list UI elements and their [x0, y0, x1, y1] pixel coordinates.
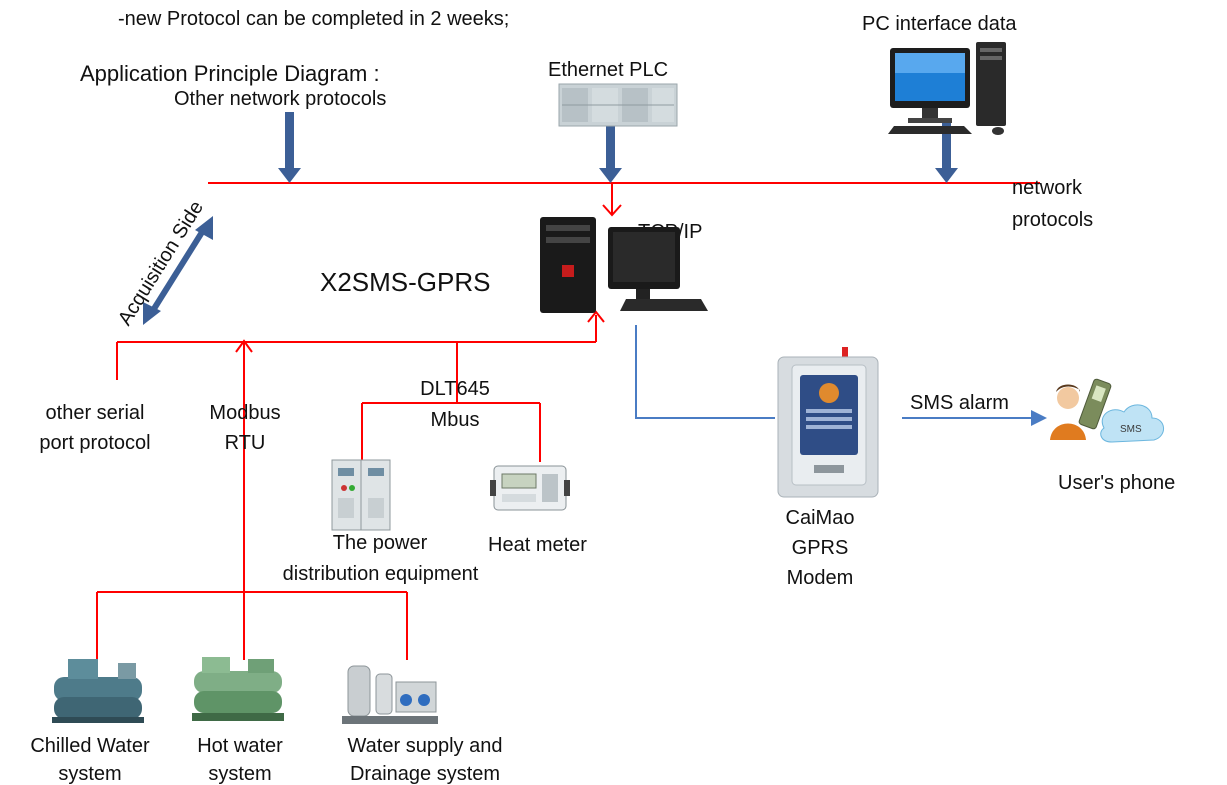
phone-user-icon: SMS: [1050, 378, 1164, 443]
label-users-phone: User's phone: [1058, 472, 1176, 494]
label-heat-meter: Heat meter: [488, 534, 587, 556]
heat-meter-icon: [490, 465, 570, 511]
modem-link: [635, 325, 775, 419]
label-network-protocols-1: network: [1012, 177, 1083, 199]
header-note: -new Protocol can be completed in 2 week…: [118, 8, 510, 30]
label-chilled-1: Chilled Water: [30, 735, 150, 757]
pc-icon: [888, 42, 1006, 135]
sms-bubble-text: SMS: [1120, 424, 1142, 435]
water-pump-system-icon: [342, 665, 438, 724]
label-modbus-2: RTU: [224, 432, 266, 454]
label-watersupply-1: Water supply and: [347, 735, 503, 757]
label-mbus: Mbus: [430, 409, 480, 431]
label-network-protocols-2: protocols: [1012, 209, 1094, 231]
acquisition-double-arrow: [143, 216, 213, 325]
label-caimao-1: CaiMao: [785, 507, 855, 529]
label-caimao-3: Modem: [786, 567, 854, 589]
power-cabinet-icon: [331, 459, 391, 531]
label-ethernet-plc: Ethernet PLC: [548, 59, 669, 81]
label-pc-interface-data: PC interface data: [862, 13, 1017, 35]
label-other-serial-1: other serial: [45, 402, 145, 424]
hot-water-unit-icon: [192, 657, 284, 721]
label-other-serial-2: port protocol: [39, 432, 151, 454]
label-modbus-1: Modbus: [209, 402, 281, 424]
chiller-icon: [52, 659, 144, 723]
label-other-network-protocols: Other network protocols: [174, 88, 387, 110]
label-caimao-2: GPRS: [791, 537, 849, 559]
diagram-title: Application Principle Diagram :: [80, 61, 380, 86]
label-x2sms-gprs: X2SMS-GPRS: [320, 267, 491, 297]
gprs-modem-icon: [777, 347, 879, 498]
label-chilled-2: system: [58, 763, 122, 785]
label-sms-alarm: SMS alarm: [910, 392, 1009, 414]
label-dlt645: DLT645: [420, 378, 490, 400]
arrow-ethernet-plc: [599, 120, 622, 183]
label-power-1: The power: [332, 532, 428, 554]
server-computer-icon: [540, 217, 708, 313]
plc-icon: [558, 83, 678, 127]
label-power-2: distribution equipment: [282, 563, 479, 585]
label-hotwater-2: system: [208, 763, 272, 785]
arrow-pc-interface: [935, 118, 958, 183]
arrow-other-network: [278, 112, 301, 183]
serial-bus: [96, 310, 605, 660]
label-hotwater-1: Hot water: [197, 735, 283, 757]
label-watersupply-2: Drainage system: [349, 763, 501, 785]
